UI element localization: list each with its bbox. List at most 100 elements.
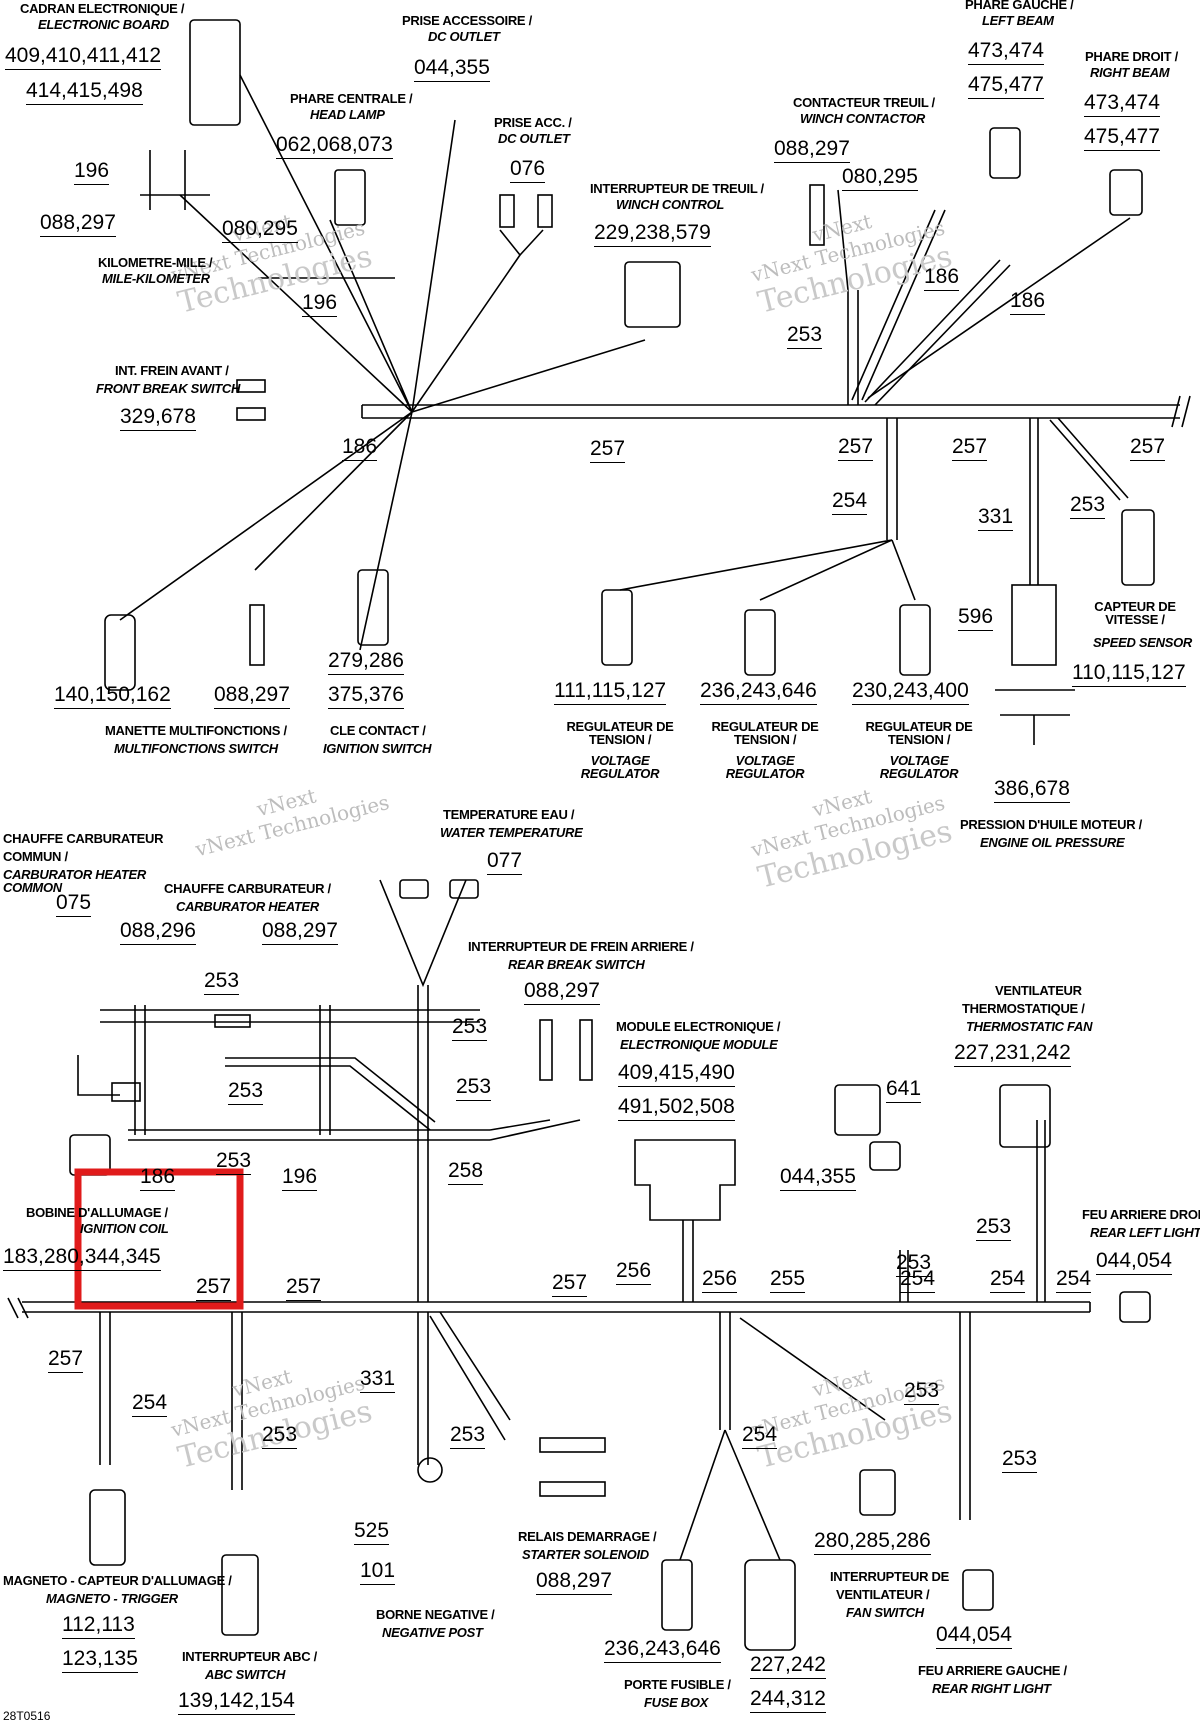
dc-outlet-label-fr: PRISE ACCESSOIRE / xyxy=(402,13,532,28)
fuse-box-label-fr: PORTE FUSIBLE / xyxy=(624,1677,731,1692)
fan-switch-label-fr2: VENTILATEUR / xyxy=(836,1587,930,1602)
regulator1-label-fr: REGULATEUR DE TENSION / xyxy=(566,719,674,747)
wire-ref: 331 xyxy=(978,506,1014,531)
head-lamp-label-fr: PHARE CENTRALE / xyxy=(290,91,413,106)
wire-ref: 257 xyxy=(838,436,874,461)
mile-km-ref-080295: 080,295 xyxy=(222,218,298,243)
regulator2-label-fr: REGULATEUR DE TENSION / xyxy=(711,719,819,747)
thermo-fan-label-fr2: THERMOSTATIQUE / xyxy=(962,1001,1085,1016)
wire-ref: 257 xyxy=(48,1348,84,1373)
oil-pressure-label-en: ENGINE OIL PRESSURE xyxy=(980,835,1125,850)
wire-ref: 253 xyxy=(896,1252,932,1277)
wire-ref: 257 xyxy=(590,438,626,463)
wire-ref: 186 xyxy=(342,436,378,461)
neg-post-refs1: 525 xyxy=(354,1520,390,1545)
abc-switch-label-en: ABC SWITCH xyxy=(205,1667,286,1682)
wire-ref: 253 xyxy=(204,970,240,995)
ref-044355: 044,355 xyxy=(780,1166,856,1191)
rear-left-refs: 044,054 xyxy=(1096,1250,1172,1275)
fuse-box-refs: 236,243,646 xyxy=(604,1638,721,1663)
wire-ref: 257 xyxy=(196,1276,232,1301)
wire-ref: 253 xyxy=(1070,494,1106,519)
neg-post-label-en: NEGATIVE POST xyxy=(382,1625,483,1640)
dc-outlet2-label-en: DC OUTLET xyxy=(498,131,570,146)
multif-label-fr: MANETTE MULTIFONCTIONS / xyxy=(105,723,287,738)
regulator3-refs: 230,243,400 xyxy=(852,680,969,705)
regulator3-label-fr: REGULATEUR DE TENSION / xyxy=(865,719,973,747)
magneto-refs2: 123,135 xyxy=(62,1648,138,1673)
thermo-fan-label-en: THERMOSTATIC FAN xyxy=(966,1019,1093,1034)
winch-contactor-refs1: 088,297 xyxy=(774,138,850,163)
wire-ref: 257 xyxy=(552,1272,588,1297)
winch-control-label-en: WINCH CONTROL xyxy=(616,197,725,212)
wire-ref: 331 xyxy=(360,1368,396,1393)
abc-switch-label-fr: INTERRUPTEUR ABC / xyxy=(182,1649,317,1664)
rear-right-label-en: REAR RIGHT LIGHT xyxy=(932,1681,1051,1696)
head-lamp-refs: 062,068,073 xyxy=(276,134,393,159)
carb-common-label-fr1: CHAUFFE CARBURATEUR xyxy=(3,831,164,846)
ecm-label-fr: MODULE ELECTRONIQUE / xyxy=(616,1019,781,1034)
left-beam-label-fr: PHARE GAUCHE / xyxy=(965,0,1074,12)
fuse-box-label-en: FUSE BOX xyxy=(644,1695,709,1710)
rear-brake-refs: 088,297 xyxy=(524,980,600,1005)
front-brake-label-fr: INT. FREIN AVANT / xyxy=(115,363,229,378)
rear-left-label-fr: FEU ARRIERE DROIT / xyxy=(1082,1207,1200,1222)
ref-186: 186 xyxy=(140,1166,176,1191)
wire-ref: 253 xyxy=(456,1076,492,1101)
magneto-label-fr: MAGNETO - CAPTEUR D'ALLUMAGE / xyxy=(3,1573,232,1588)
regulator2-label-en: VOLTAGE REGULATOR xyxy=(725,753,805,781)
left-beam-refs1: 473,474 xyxy=(968,40,1044,65)
right-beam-label-en: RIGHT BEAM xyxy=(1090,65,1170,80)
fuse-box2-refs1: 227,242 xyxy=(750,1654,826,1679)
wire-ref: 253 xyxy=(904,1380,940,1405)
dc-outlet2-label-fr: PRISE ACC. / xyxy=(494,115,572,130)
multif-refs2: 088,297 xyxy=(214,684,290,709)
fan-switch-refs: 280,285,286 xyxy=(814,1530,931,1555)
highlight-box xyxy=(74,1168,244,1310)
carb-common-label-en: CARBURATOR HEATER COMMON xyxy=(3,867,146,895)
wire-ref: 596 xyxy=(958,606,994,631)
starter-label-fr: RELAIS DEMARRAGE / xyxy=(518,1529,657,1544)
winch-contactor-label-en: WINCH CONTACTOR xyxy=(800,111,926,126)
thermo-fan-label-fr1: VENTILATEUR xyxy=(995,983,1082,998)
speed-sensor-refs: 110,115,127 xyxy=(1072,662,1186,687)
wire-ref: 256 xyxy=(616,1260,652,1285)
wire-ref: 254 xyxy=(1056,1268,1092,1293)
thermo-fan-refs: 227,231,242 xyxy=(954,1042,1071,1067)
reference-code: 28T0516 xyxy=(3,1709,51,1723)
neg-post-label-fr: BORNE NEGATIVE / xyxy=(376,1607,495,1622)
wire-ref: 253 xyxy=(1002,1448,1038,1473)
rear-right-label-fr: FEU ARRIERE GAUCHE / xyxy=(918,1663,1067,1678)
carb-heater-label-fr: CHAUFFE CARBURATEUR / xyxy=(164,881,331,896)
wire-ref: 253 xyxy=(228,1080,264,1105)
ignition-switch-refs1: 279,286 xyxy=(328,650,404,675)
dc-outlet2-refs: 076 xyxy=(510,158,546,183)
electronic-board-label-fr: CADRAN ELECTRONIQUE / xyxy=(20,1,185,16)
water-temp-label-fr: TEMPERATURE EAU / xyxy=(443,807,575,822)
carb-heater-refs2: 088,297 xyxy=(262,920,338,945)
wire-ref: 254 xyxy=(742,1424,778,1449)
oil-pressure-refs: 386,678 xyxy=(994,778,1070,803)
ref-641: 641 xyxy=(886,1078,922,1103)
right-beam-label-fr: PHARE DROIT / xyxy=(1085,49,1178,64)
speed-sensor-label-fr: CAPTEUR DE VITESSE / xyxy=(1094,599,1176,627)
wire-ref: 256 xyxy=(702,1268,738,1293)
rear-right-refs: 044,054 xyxy=(936,1624,1012,1649)
ignition-switch-label-fr: CLE CONTACT / xyxy=(330,723,426,738)
head-lamp-label-en: HEAD LAMP xyxy=(310,107,385,122)
winch-control-label-fr: INTERRUPTEUR DE TREUIL / xyxy=(590,181,764,196)
dc-outlet-label-en: DC OUTLET xyxy=(428,29,500,44)
electronic-board-refs2: 414,415,498 xyxy=(26,80,143,105)
left-beam-refs2: 475,477 xyxy=(968,74,1044,99)
ignition-coil-refs: 183,280,344,345 xyxy=(3,1246,161,1271)
wire-ref: 253 xyxy=(450,1424,486,1449)
abc-switch-refs: 139,142,154 xyxy=(178,1690,295,1715)
water-temp-refs: 077 xyxy=(487,850,523,875)
neg-post-refs2: 101 xyxy=(360,1560,396,1585)
top-main-trunk xyxy=(362,404,1180,419)
winch-contactor-label-fr: CONTACTEUR TREUIL / xyxy=(793,95,935,110)
wire-ref: 253 xyxy=(787,324,823,349)
wire-ref: 253 xyxy=(262,1424,298,1449)
ref-196: 196 xyxy=(282,1166,318,1191)
